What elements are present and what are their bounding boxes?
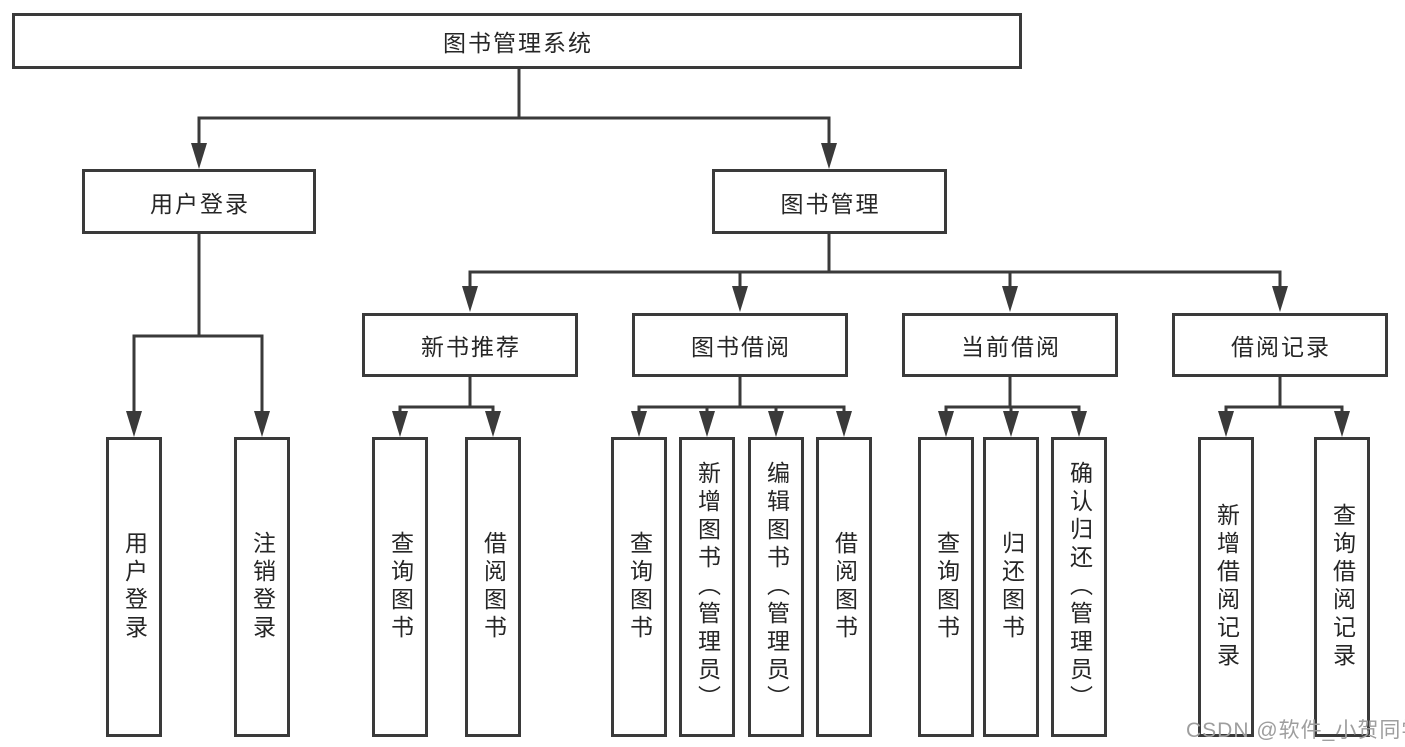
leaf-borrow-borrow-books: 借阅图书 — [816, 437, 872, 737]
node-borrow-records: 借阅记录 — [1172, 313, 1388, 377]
leaf-current-return-books: 归还图书 — [983, 437, 1039, 737]
leaf-records-query-record: 查询借阅记录 — [1314, 437, 1370, 737]
node-new-book-recommend: 新书推荐 — [362, 313, 578, 377]
node-current-borrow: 当前借阅 — [902, 313, 1118, 377]
watermark-text: CSDN @软件_小贺同学 — [1186, 719, 1405, 742]
leaf-recommend-borrow-books: 借阅图书 — [465, 437, 521, 737]
leaf-records-add-record: 新增借阅记录 — [1198, 437, 1254, 737]
leaf-borrow-query-books: 查询图书 — [611, 437, 667, 737]
leaf-logout: 注销登录 — [234, 437, 290, 737]
node-book-borrow: 图书借阅 — [632, 313, 848, 377]
leaf-current-query-books: 查询图书 — [918, 437, 974, 737]
node-root: 图书管理系统 — [12, 13, 1022, 69]
node-user-login: 用户登录 — [82, 169, 316, 234]
leaf-borrow-add-books-admin: 新增图书（管理员） — [679, 437, 735, 737]
leaf-user-login: 用户登录 — [106, 437, 162, 737]
leaf-recommend-query-books: 查询图书 — [372, 437, 428, 737]
leaf-current-confirm-return-admin: 确认归还（管理员） — [1051, 437, 1107, 737]
node-book-mgmt: 图书管理 — [712, 169, 947, 234]
leaf-borrow-edit-books-admin: 编辑图书（管理员） — [748, 437, 804, 737]
